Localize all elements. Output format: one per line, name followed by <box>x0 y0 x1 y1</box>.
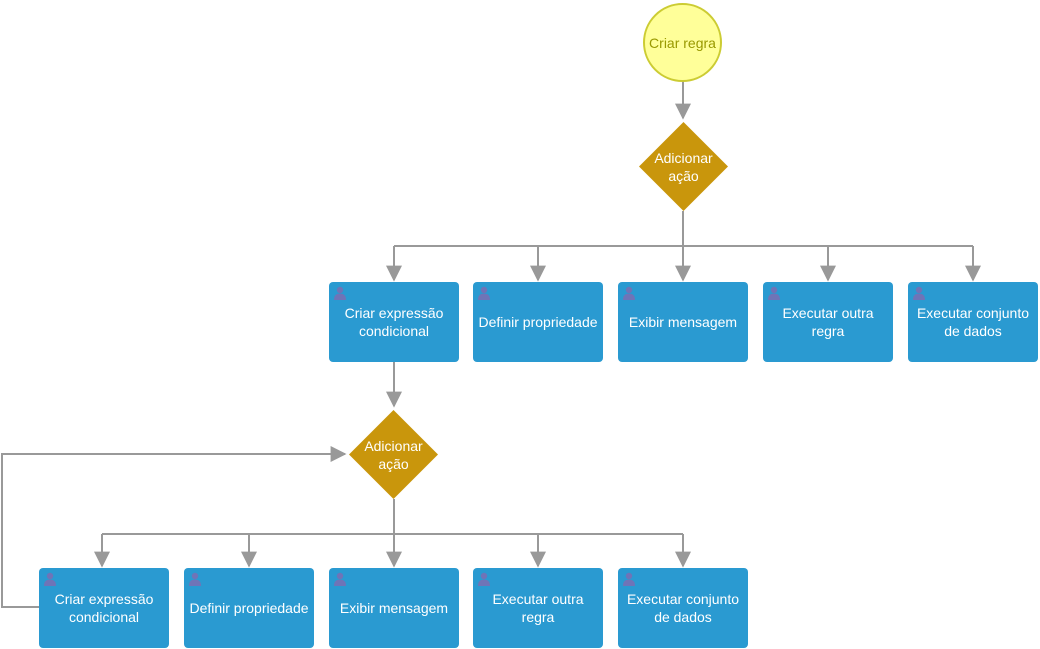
start-node-label: Criar regra <box>649 34 716 51</box>
user-icon <box>44 572 56 586</box>
user-icon <box>334 572 346 586</box>
action-row2-definir-propriedade[interactable]: Definir propriedade <box>184 568 314 648</box>
connectors <box>1 81 981 608</box>
action-row1-exibir-mensagem-label: Exibir mensagem <box>628 314 738 330</box>
action-row1-criar-expressao-label: Criar expressão condicional <box>344 305 444 339</box>
decision-node-2[interactable]: Adicionar ação <box>349 410 438 499</box>
user-icon <box>478 572 490 586</box>
decision-node-2-label: Adicionar ação <box>364 437 423 472</box>
decision-diamond-shape <box>349 410 438 499</box>
user-icon <box>334 286 346 300</box>
action-row2-exibir-mensagem[interactable]: Exibir mensagem <box>329 568 459 648</box>
action-row1-criar-expressao[interactable]: Criar expressão condicional <box>329 282 459 362</box>
connector-loop-back-to-decision-2 <box>1 446 347 608</box>
action-row1-exibir-mensagem[interactable]: Exibir mensagem <box>618 282 748 362</box>
user-icon <box>913 286 925 300</box>
action-row1-definir-propriedade-label: Definir propriedade <box>478 314 598 330</box>
user-icon <box>768 286 780 300</box>
user-icon <box>189 572 201 586</box>
action-row2-executar-outra-regra[interactable]: Executar outra regra <box>473 568 603 648</box>
action-row2-exibir-mensagem-label: Exibir mensagem <box>339 600 449 616</box>
action-row1-executar-outra-regra-label: Executar outra regra <box>782 305 874 339</box>
action-row2-executar-outra-regra-label: Executar outra regra <box>492 591 584 625</box>
decision-node-1-label: Adicionar ação <box>654 149 713 184</box>
user-icon <box>478 286 490 300</box>
action-row2-executar-conjunto-dados[interactable]: Executar conjunto de dados <box>618 568 748 648</box>
action-row2-criar-expressao[interactable]: Criar expressão condicional <box>39 568 169 648</box>
decision-diamond-shape <box>639 122 728 211</box>
decision-node-1[interactable]: Adicionar ação <box>639 122 728 211</box>
action-row1-definir-propriedade[interactable]: Definir propriedade <box>473 282 603 362</box>
action-row2-definir-propriedade-label: Definir propriedade <box>189 600 309 616</box>
user-icon <box>623 572 635 586</box>
user-icon <box>623 286 635 300</box>
start-node[interactable]: Criar regra <box>643 3 722 82</box>
action-row2-executar-conjunto-dados-label: Executar conjunto de dados <box>626 591 740 625</box>
action-row1-executar-conjunto-dados-label: Executar conjunto de dados <box>916 305 1030 339</box>
action-row1-executar-conjunto-dados[interactable]: Executar conjunto de dados <box>908 282 1038 362</box>
action-row2-criar-expressao-label: Criar expressão condicional <box>54 591 154 625</box>
action-row1-executar-outra-regra[interactable]: Executar outra regra <box>763 282 893 362</box>
